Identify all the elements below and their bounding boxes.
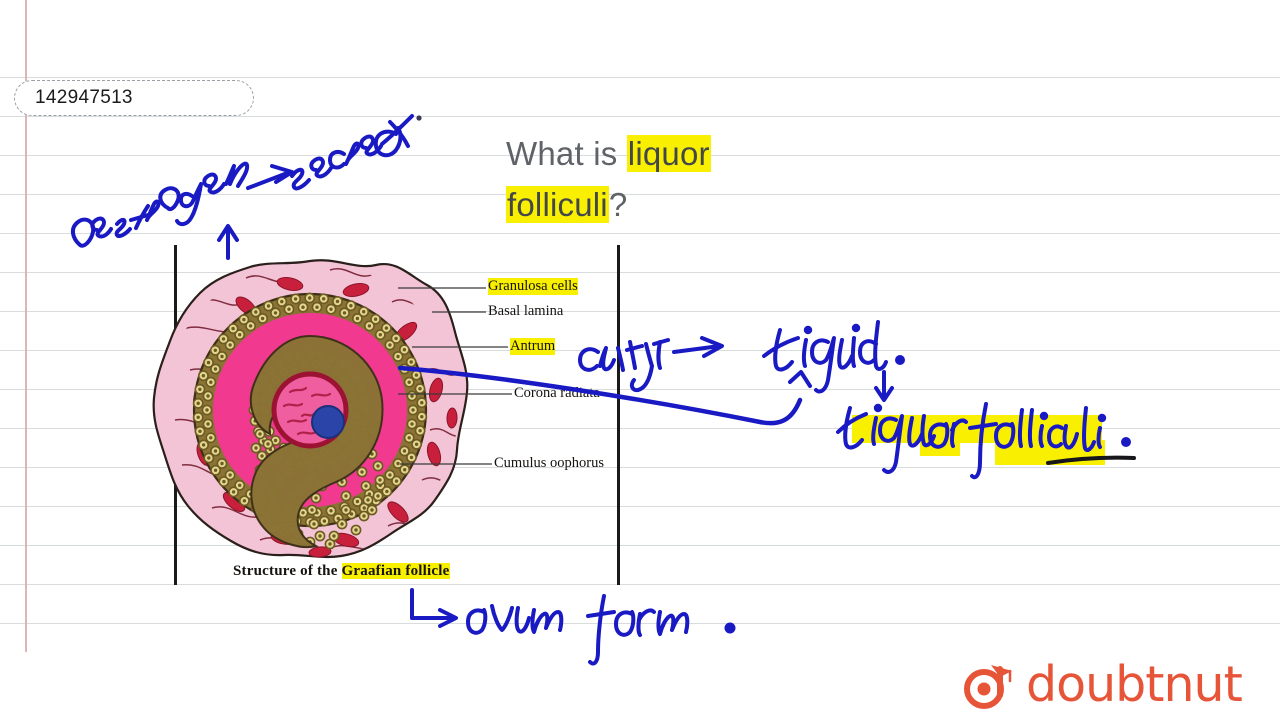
label-basal-lamina: Basal lamina bbox=[488, 303, 564, 319]
doubtnut-wordmark: doubtnut bbox=[1026, 655, 1243, 713]
oocyte bbox=[271, 371, 349, 449]
question-id-value: 142947513 bbox=[35, 87, 133, 108]
oocyte-nucleus bbox=[311, 405, 345, 439]
highlight-swatch-liquor-folliculi-3 bbox=[920, 438, 960, 456]
label-granulosa-cells: Granulosa cells bbox=[488, 278, 578, 295]
doubtnut-mark-icon bbox=[964, 665, 1012, 709]
question-highlight-liquor: liquor bbox=[626, 135, 711, 172]
figure-caption: Structure of the Graafian follicle bbox=[233, 563, 450, 580]
margin-rule bbox=[25, 0, 27, 652]
question-highlight-folliculi: folliculi bbox=[506, 186, 609, 223]
highlight-swatch-liquor-folliculi-2 bbox=[995, 440, 1105, 465]
question-prefix: What is bbox=[506, 135, 627, 172]
label-cumulus-oophorus: Cumulus oophorus bbox=[494, 455, 604, 471]
graduation-cap-icon bbox=[991, 665, 1012, 677]
label-corona-radiata: Corona radiata bbox=[514, 385, 600, 401]
doubtnut-logo: doubtnut bbox=[960, 655, 1243, 713]
figure-frame-right-border bbox=[617, 245, 620, 585]
question-id-badge[interactable]: 142947513 bbox=[14, 80, 254, 116]
question-suffix: ? bbox=[608, 186, 628, 223]
caption-prefix: Structure of the bbox=[233, 563, 342, 579]
highlight-swatch-liquor-folliculi bbox=[852, 415, 1102, 443]
graafian-follicle-diagram bbox=[152, 259, 469, 559]
label-antrum: Antrum bbox=[510, 338, 556, 355]
caption-highlight: Graafian follicle bbox=[341, 563, 450, 579]
question-text: What is liquor folliculi? bbox=[506, 128, 926, 230]
